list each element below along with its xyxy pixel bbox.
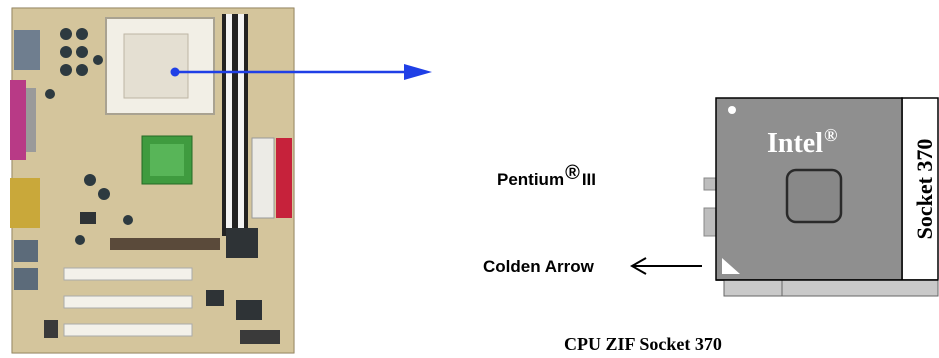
pointer-arrow — [170, 64, 432, 80]
pci-slot-1 — [63, 267, 193, 281]
pci-slot-3 — [63, 323, 193, 337]
socket-center-square — [785, 168, 843, 224]
agp-slot — [110, 238, 220, 250]
socket-base-right — [781, 279, 939, 297]
pentium-registered-mark: ® — [565, 162, 580, 184]
golden-arrow-pointer — [629, 257, 702, 275]
parallel-port — [10, 80, 26, 160]
vga-port — [10, 178, 40, 228]
intel-main: Intel — [767, 128, 823, 159]
dimm-slots — [222, 14, 248, 236]
socket-side-label: Socket 370 — [912, 139, 937, 240]
pci-slot-2 — [63, 295, 193, 309]
io-ports — [14, 30, 40, 70]
golden-arrow-label: Colden Arrow — [483, 257, 594, 276]
intel-registered-mark: ® — [824, 125, 838, 145]
pentium-main: Pentium — [497, 170, 565, 189]
capacitors — [45, 28, 133, 245]
socket-caption: CPU ZIF Socket 370 — [564, 334, 722, 354]
pentium-suffix: III — [581, 170, 596, 189]
pentium-label: Pentium®III — [497, 162, 596, 191]
socket-base-left — [723, 279, 783, 297]
intel-label: Intel® — [767, 125, 839, 160]
socket-370-schematic — [703, 97, 939, 297]
power-connector — [276, 138, 292, 218]
socket-side-frame — [901, 97, 939, 281]
pin1-dot — [728, 106, 736, 114]
ide-connectors — [251, 137, 275, 219]
pointer-arrowhead — [404, 64, 432, 80]
southbridge-chip — [226, 228, 258, 258]
motherboard-image — [10, 7, 295, 354]
golden-arrow-triangle — [722, 258, 740, 274]
